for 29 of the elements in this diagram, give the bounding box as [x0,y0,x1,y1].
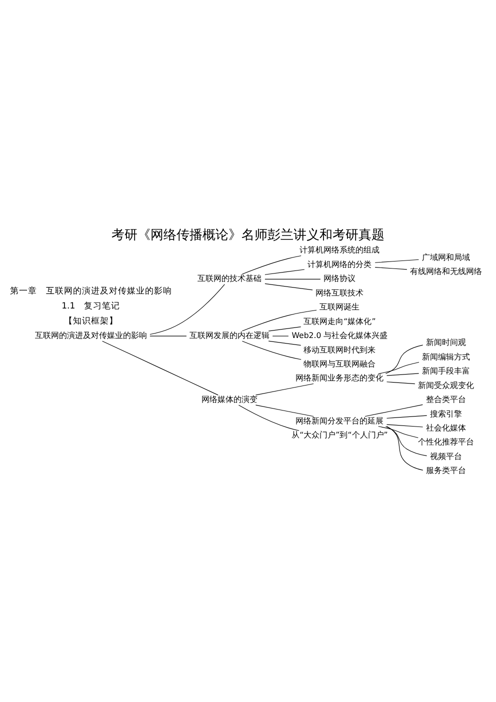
connector [242,340,302,360]
connector [386,373,420,376]
connector [364,404,423,417]
label: 第一章 互联网的演进及对传媒业的影响 [10,286,172,296]
connector [268,326,302,332]
connector [264,283,313,290]
connector [242,255,302,274]
connector [386,424,424,428]
connector [242,310,317,332]
connector [255,383,314,396]
connector [374,267,408,270]
connector [374,259,419,263]
connector [386,426,424,470]
connector [268,340,302,346]
connector [386,382,416,384]
diagram-title: 考研《网络传播概论》名师彭兰讲义和考研真题 [112,228,384,243]
label: 【知识框架】 [64,316,118,326]
connector [238,404,300,431]
connector [385,344,424,374]
connector [255,404,314,417]
connector [150,284,225,335]
connector [385,426,428,456]
connector [386,415,428,419]
connector [102,340,218,396]
connector [264,278,321,280]
connector [378,426,418,438]
connector [378,362,420,374]
label: 1.1 复习笔记 [62,301,120,312]
connector [264,269,305,275]
